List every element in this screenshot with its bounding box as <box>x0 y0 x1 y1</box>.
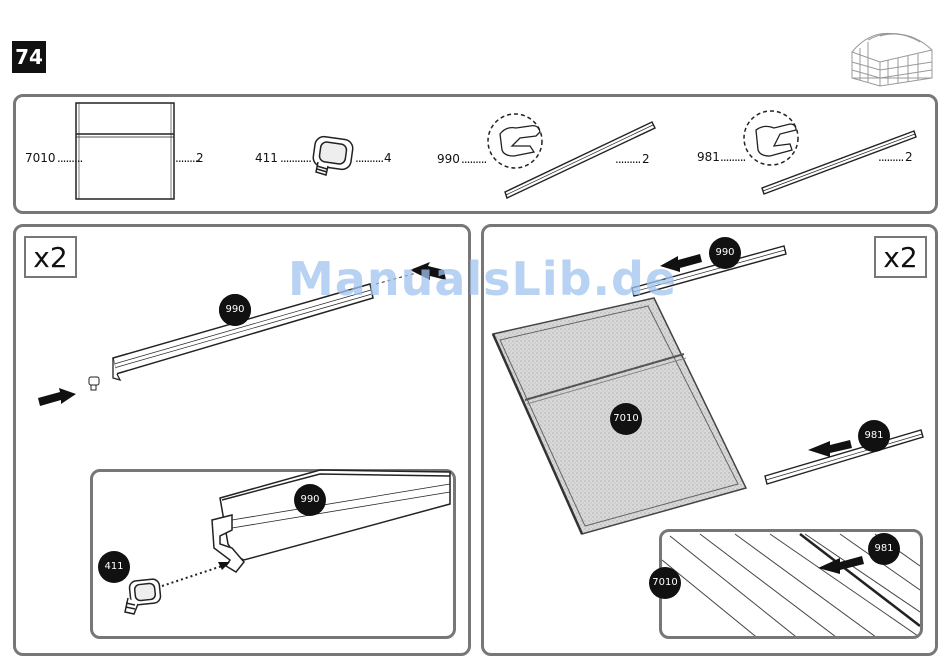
callout-990-left: 990 <box>219 294 251 326</box>
callout-981: 981 <box>858 420 890 452</box>
profile-rail-981-right <box>765 430 923 484</box>
watermark: ManualsLib.de <box>288 252 677 306</box>
arrow-right-icon <box>38 388 76 406</box>
callout-990-detail: 990 <box>294 484 326 516</box>
profile-rail-detail <box>212 470 450 572</box>
callout-411-detail: 411 <box>98 551 130 583</box>
end-cap-411-detail <box>125 578 161 614</box>
callout-7010: 7010 <box>610 403 642 435</box>
callout-981-detail: 981 <box>868 533 900 565</box>
dotted-arrow <box>162 566 222 586</box>
end-cap-411-small <box>89 377 99 390</box>
callout-7010-detail: 7010 <box>649 567 681 599</box>
callout-990-right: 990 <box>709 237 741 269</box>
